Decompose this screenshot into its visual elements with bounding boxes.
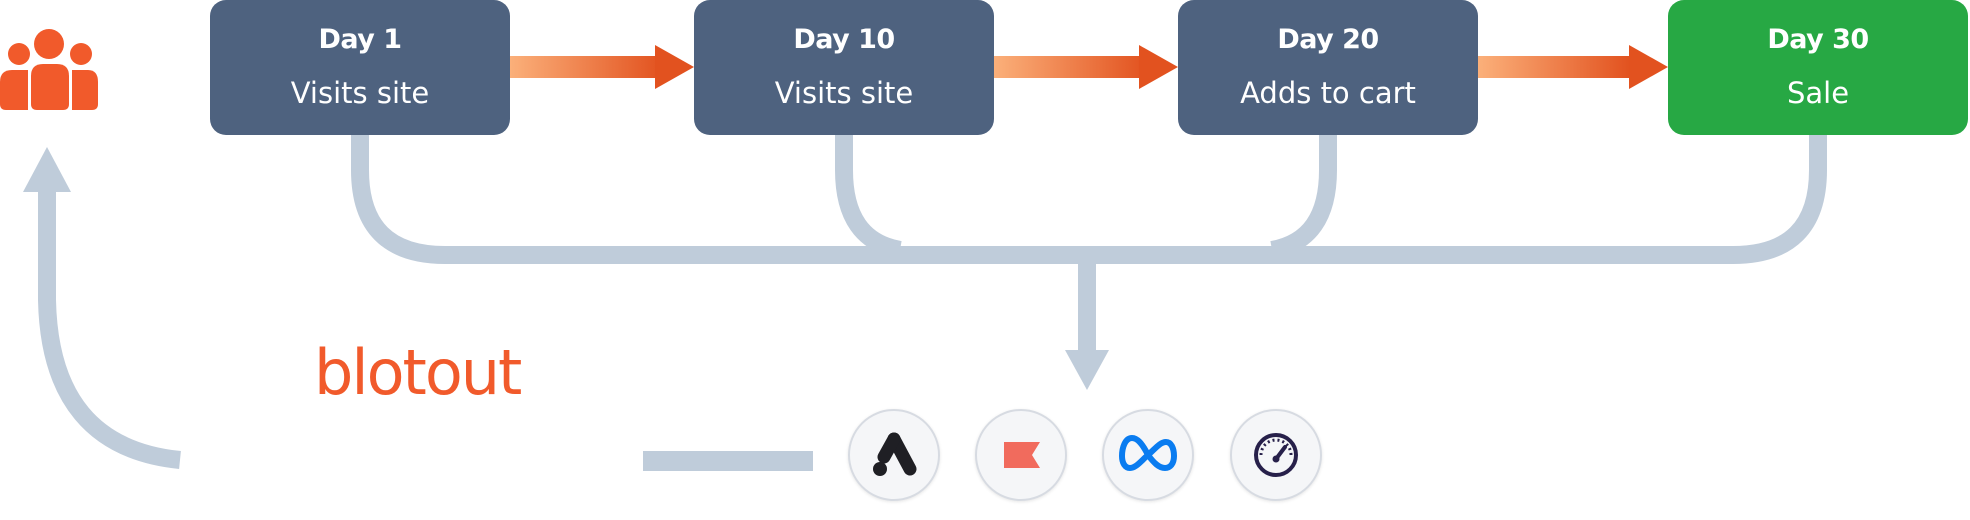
stem-day-1 [351,135,1085,264]
flow-arrow-3 [1478,56,1630,78]
stem-day-10 [835,135,902,259]
collector-paths [351,135,1827,350]
blotout-logo: blotout [314,336,522,409]
step-day-20: Day 20 Adds to cart [1178,0,1478,135]
gauge-logo-icon [1254,433,1298,477]
flow-arrows [510,45,1668,89]
flow-arrow-2 [994,56,1146,78]
people-group-icon [0,29,98,110]
step-action-label: Visits site [774,76,914,110]
step-action-label: Sale [1786,76,1850,110]
step-day-label: Day 30 [1767,24,1869,55]
step-day-label: Day 20 [1277,24,1379,55]
destination-gauge [1230,409,1322,501]
feedback-curve [38,190,181,469]
flow-arrowhead-2 [1139,45,1178,89]
feedback-arrowhead [23,147,71,192]
step-day-10: Day 10 Visits site [694,0,994,135]
step-day-label: Day 10 [793,24,895,55]
triangle-a-logo-icon [873,432,917,476]
destinations-connector [643,451,813,471]
step-day-1: Day 1 Visits site [210,0,510,135]
step-day-label: Day 1 [318,24,402,55]
destination-flag [975,409,1067,501]
destination-infinity [1102,409,1194,501]
drop-arrowhead [1065,350,1109,390]
flow-arrow-1 [510,56,662,78]
infinity-logo-icon [1119,435,1177,471]
stem-day-20 [1270,135,1337,259]
flow-arrowhead-3 [1629,45,1668,89]
destination-triangle-a [848,409,940,501]
flow-arrowhead-1 [655,45,694,89]
flag-logo-icon [1004,442,1040,468]
step-day-30: Day 30 Sale [1668,0,1968,135]
step-action-label: Adds to cart [1240,76,1416,110]
stem-day-30 [1085,135,1827,264]
step-action-label: Visits site [290,76,430,110]
